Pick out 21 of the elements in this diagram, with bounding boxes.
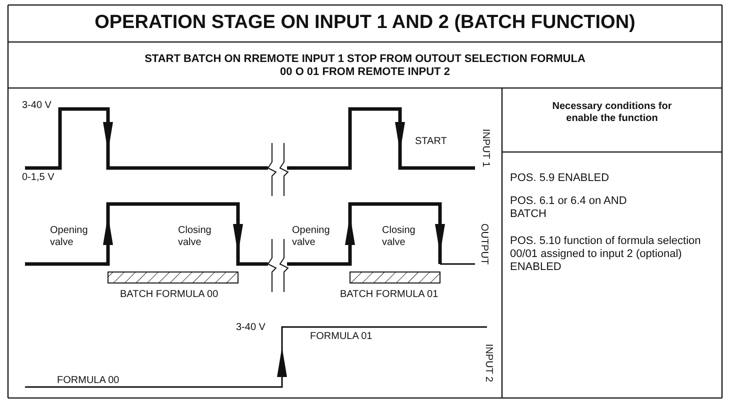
signal-label: START — [415, 136, 447, 148]
signal-label: FORMULA 01 — [310, 331, 372, 343]
subtitle: START BATCH ON RREMOTE INPUT 1 STOP FROM OUTOUT SELECTION FORMULA 00 O 01 FROM REMOTE INPUT 2 — [144, 53, 586, 79]
condition-text: POS. 6.1 or 6.4 on AND BATCH — [510, 195, 628, 221]
signal-label: FORMULA 00 — [57, 375, 120, 387]
event-label: Opening valve — [292, 225, 331, 249]
bar-label: BATCH FORMULA 00 — [120, 289, 218, 301]
event-label: Closing valve — [178, 225, 212, 249]
event-label: Opening valve — [50, 225, 89, 249]
channel-label: INPUT 2 — [482, 344, 494, 382]
channel-label: OUTPUT — [478, 223, 490, 265]
condition-text: POS. 5.9 ENABLED — [510, 172, 610, 185]
condition-text: POS. 5.10 function of formula selection 00/01 assigned to input 2 (optional) ENABLED — [510, 235, 702, 274]
column-heading: Necessary conditions for enable the function — [551, 101, 673, 125]
bar-label: BATCH FORMULA 01 — [340, 289, 438, 301]
voltage-label: 0-1,5 V — [22, 172, 54, 184]
voltage-label: 3-40 V — [22, 100, 52, 112]
channel-label: INPUT 1 — [479, 128, 492, 168]
voltage-label: 3-40 V — [236, 322, 266, 334]
event-label: Closing valve — [382, 225, 416, 249]
title: OPERATION STAGE ON INPUT 1 AND 2 (BATCH FUNCTION) — [94, 12, 636, 34]
